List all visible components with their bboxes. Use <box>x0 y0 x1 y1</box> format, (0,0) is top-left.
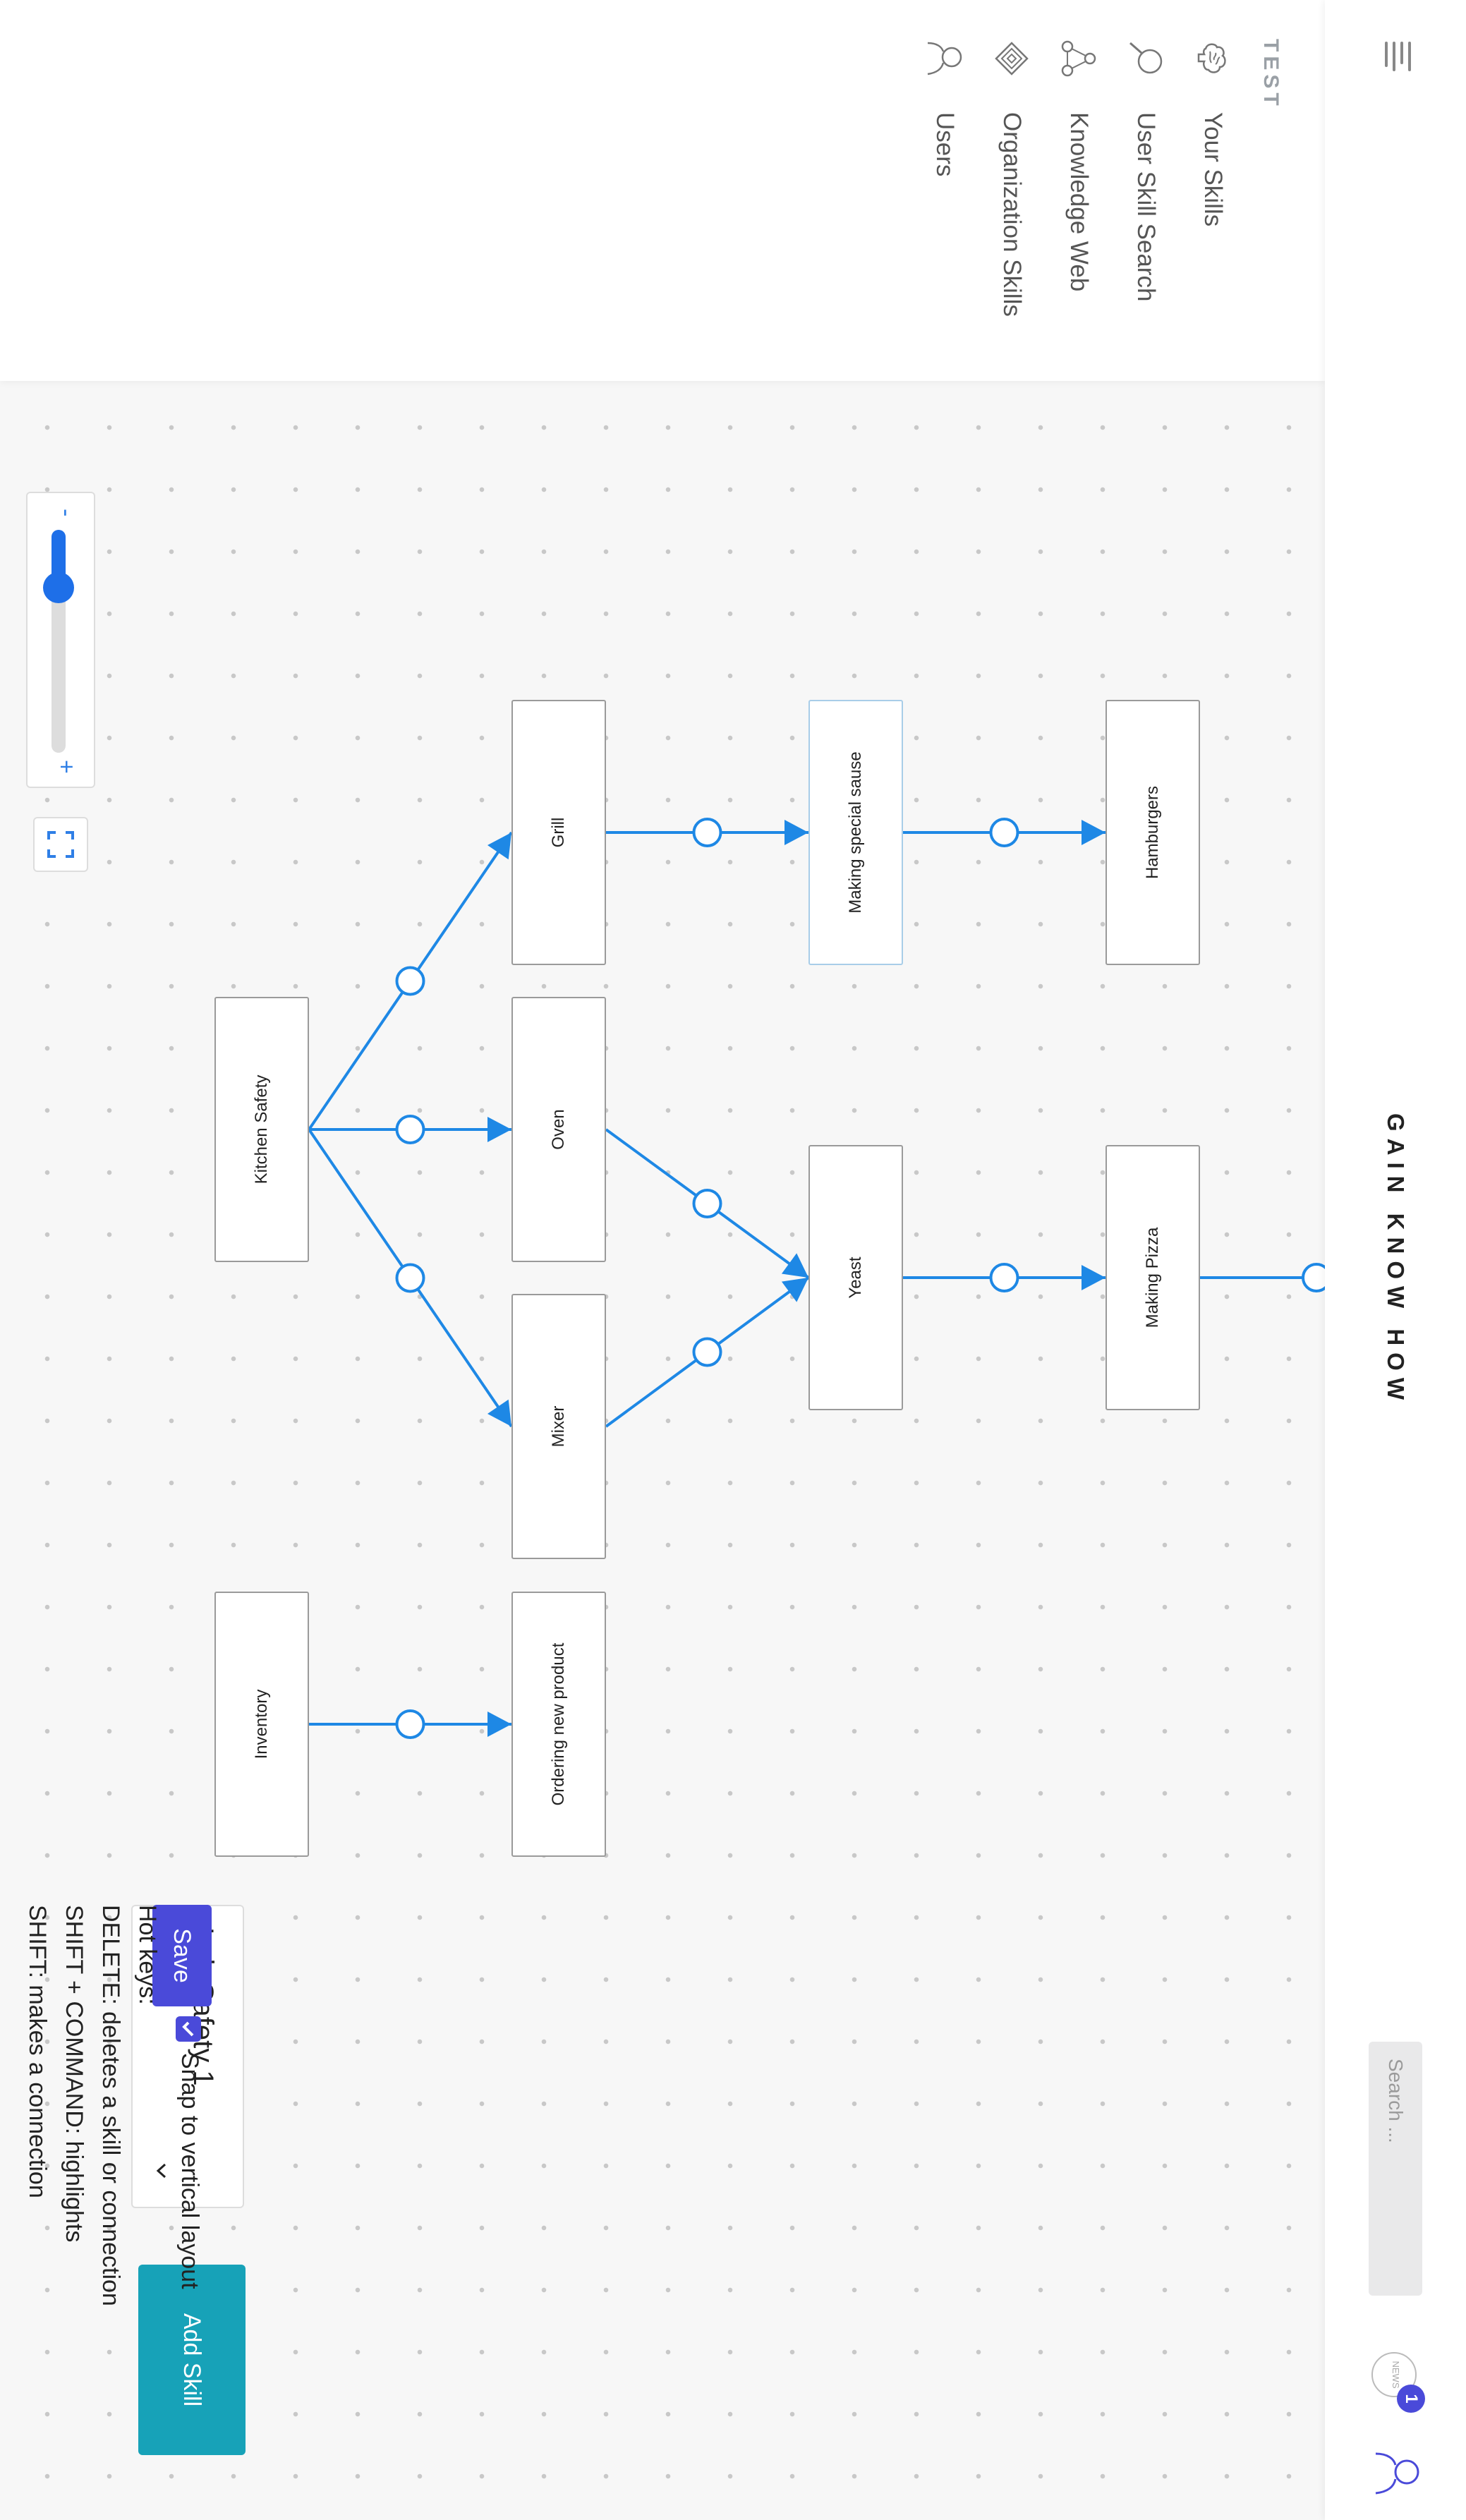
fit-view-button[interactable] <box>33 817 88 872</box>
skill-node-inventory[interactable]: Inventory <box>214 1592 309 1857</box>
hotkeys-title: Hot keys: <box>134 1905 161 2005</box>
search-input[interactable] <box>1369 2042 1422 2296</box>
sidebar-item-label: User Skill Search <box>1132 112 1160 302</box>
skill-node-making-special-sause[interactable]: Making special sause <box>808 700 903 965</box>
network-icon <box>1061 40 1096 77</box>
sidebar-item-label: Organization Skills <box>998 112 1026 317</box>
sidebar-item-users[interactable]: Users <box>920 39 969 176</box>
user-icon <box>927 42 962 75</box>
hotkey-shift: SHIFT: makes a connection <box>24 1905 51 2198</box>
zoom-in-icon[interactable]: + <box>53 760 80 774</box>
hotkey-shift-command: SHIFT + COMMAND: highlights <box>61 1905 87 2243</box>
snap-vertical-checkbox[interactable] <box>176 2016 201 2042</box>
top-header: GAIN KNOW HOW NEWS 1 <box>1325 0 1466 2520</box>
add-skill-button[interactable]: Add Skill <box>138 2265 246 2455</box>
skill-node-kitchen-safety[interactable]: Kitchen Safety <box>214 997 309 1262</box>
save-button[interactable]: Save <box>152 1905 212 2006</box>
profile-avatar-icon[interactable] <box>1373 2448 1424 2499</box>
zoom-slider[interactable] <box>43 530 74 753</box>
sidebar-item-label: Your Skills <box>1199 112 1227 227</box>
layers-icon <box>995 42 1029 75</box>
skill-node-making-pizza[interactable]: Making Pizza <box>1105 1145 1200 1410</box>
zoom-slider-thumb[interactable] <box>43 572 74 604</box>
fullscreen-icon <box>47 831 74 858</box>
knowledge-web-select[interactable]: Lab Safety 1 <box>131 1905 244 2208</box>
search-icon <box>1129 42 1163 74</box>
skill-node-oven[interactable]: Oven <box>511 997 606 1262</box>
zoom-out-icon[interactable]: - <box>53 509 80 517</box>
sidebar-item-knowledge-web[interactable]: Knowledge Web <box>1054 39 1103 291</box>
skill-node-hamburgers[interactable]: Hamburgers <box>1105 700 1200 965</box>
skill-node-mixer[interactable]: Mixer <box>511 1294 606 1559</box>
sidebar-item-user-skill-search[interactable]: User Skill Search <box>1121 39 1170 301</box>
chevron-down-icon <box>156 2163 166 2179</box>
sidebar-item-your-skills[interactable]: Your Skills <box>1188 39 1237 226</box>
skill-node-grill[interactable]: Grill <box>511 700 606 965</box>
brain-icon <box>1197 43 1226 73</box>
checkmark-icon <box>182 2021 194 2037</box>
snap-vertical-label: Snap to vertical layout <box>176 2053 203 2289</box>
sidebar-item-label: Knowledge Web <box>1065 112 1093 292</box>
skill-node-ordering-new-product[interactable]: Ordering new product <box>511 1592 606 1857</box>
sidebar-item-organization-skills[interactable]: Organization Skills <box>987 39 1036 317</box>
hotkey-delete: DELETE: deletes a skill or connection <box>97 1905 124 2306</box>
news-count-badge: 1 <box>1397 2385 1425 2413</box>
skill-node-yeast[interactable]: Yeast <box>808 1145 903 1410</box>
organization-label: TEST <box>1259 39 1283 110</box>
sidebar-item-label: Users <box>931 112 959 177</box>
zoom-control: - + <box>26 492 95 788</box>
sidebar: TEST Your Skills User Skill Search Knowl… <box>0 0 1325 381</box>
